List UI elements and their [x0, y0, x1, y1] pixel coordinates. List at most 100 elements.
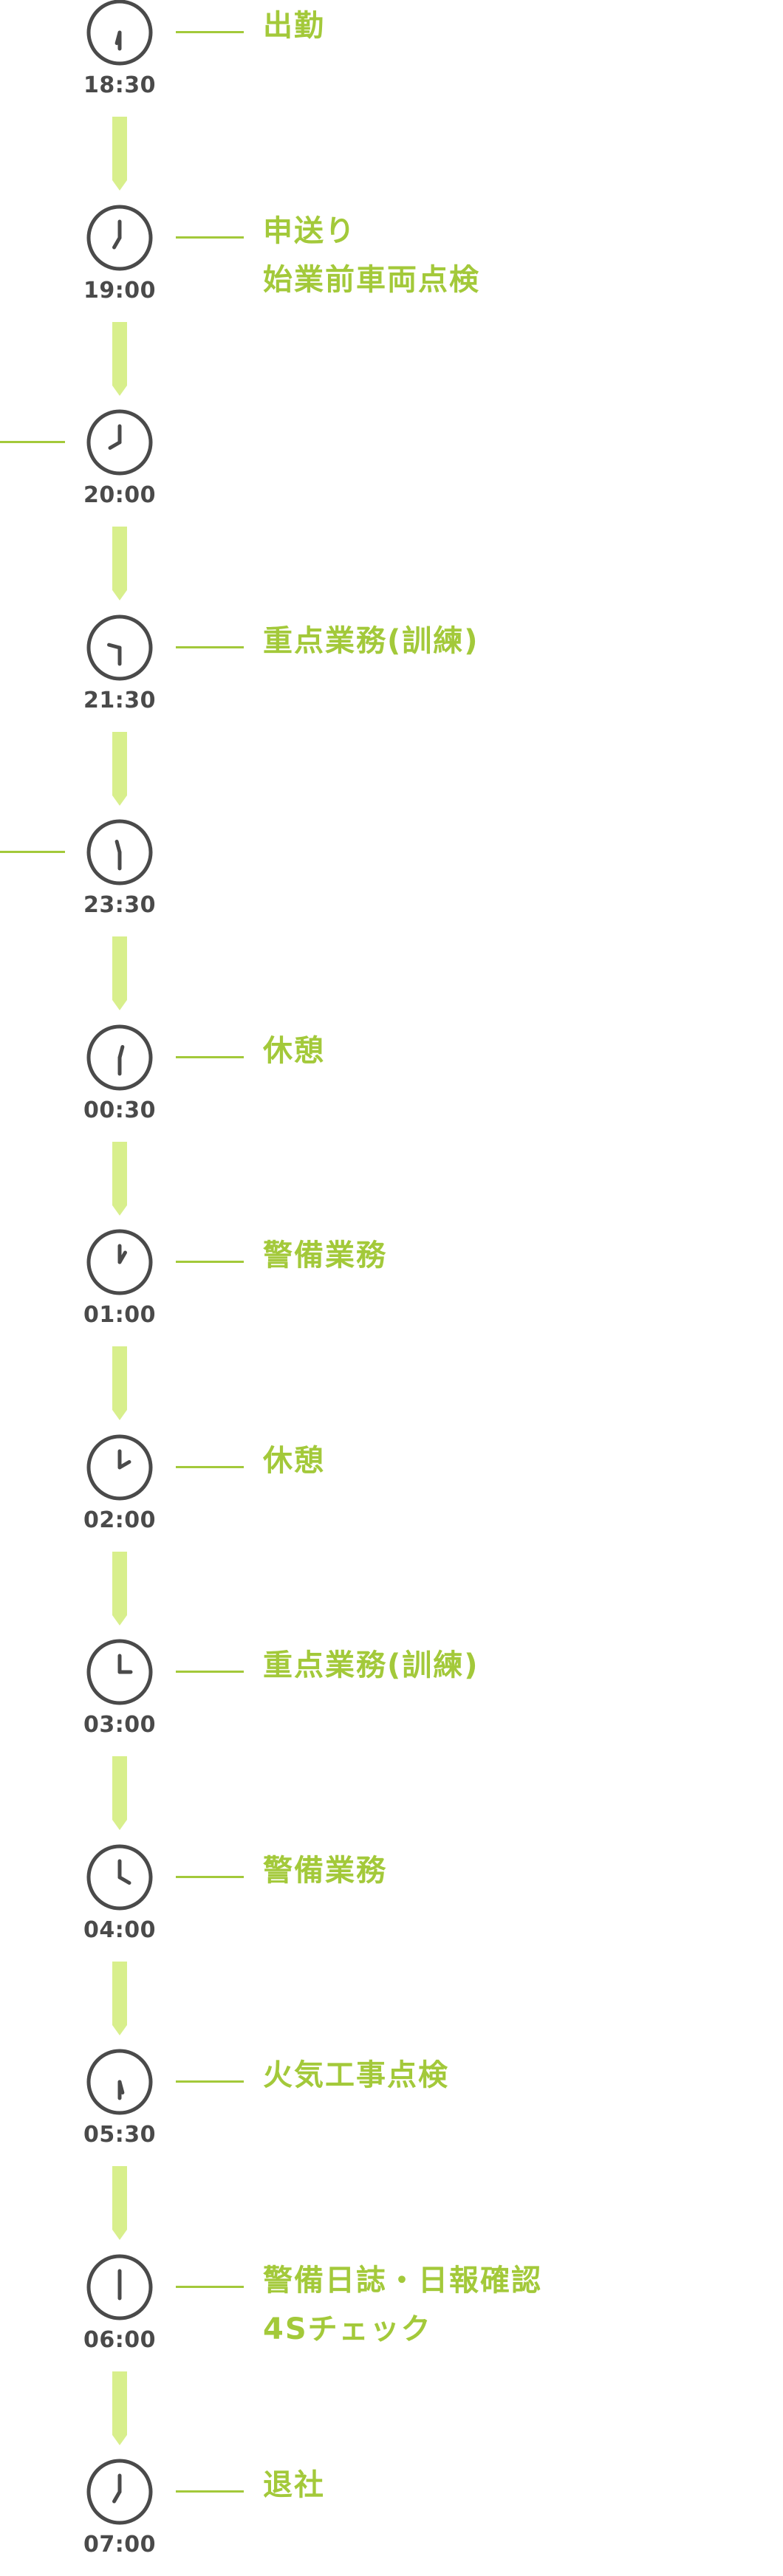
clock-icon	[86, 408, 154, 476]
connector-line	[176, 1875, 244, 1878]
clock-icon	[86, 0, 154, 66]
connector-line	[176, 2490, 244, 2493]
activity-label: 火気工事点検	[263, 2051, 449, 2100]
timeline-entry: 05:30 火気工事点検	[0, 2048, 783, 2166]
clock-hour-hand	[117, 1875, 131, 1885]
activity-label: 退社	[263, 2461, 325, 2510]
connector-line	[176, 1465, 244, 1468]
clock-icon	[86, 2048, 154, 2116]
clock-hour-hand	[112, 2490, 122, 2504]
down-arrow-icon	[111, 936, 129, 1010]
time-label: 21:30	[83, 687, 156, 713]
connector-line	[176, 2080, 244, 2083]
activity-label: 重点業務(訓練)	[263, 617, 479, 665]
time-label: 05:30	[83, 2122, 156, 2148]
down-arrow-icon	[111, 1961, 129, 2035]
clock-hour-hand	[107, 643, 122, 649]
connector-line	[176, 1055, 244, 1058]
timeline-entry: 18:30 出勤	[0, 0, 783, 117]
timeline-entry: 06:00 警備日誌・日報確認 4Sチェック	[0, 2253, 783, 2371]
connector-line	[176, 236, 244, 239]
clock-icon	[86, 1228, 154, 1296]
down-arrow-icon	[111, 2166, 129, 2240]
clock-icon	[86, 1024, 154, 1092]
connector-line	[176, 1261, 244, 1263]
activity-label: 警備業務	[263, 1846, 387, 1895]
down-arrow-icon	[111, 1141, 129, 1216]
clock-icon	[86, 1433, 154, 1501]
time-label: 07:00	[83, 2532, 156, 2558]
arrow-shape	[112, 117, 127, 191]
arrow-shape	[112, 321, 127, 396]
activity-line: 申送り	[263, 213, 356, 248]
arrow-shape	[112, 1756, 127, 1830]
activity-line: 火気工事点検	[263, 2058, 449, 2092]
down-arrow-icon	[111, 321, 129, 396]
arrow-shape	[112, 936, 127, 1010]
arrow-shape	[112, 731, 127, 806]
arrow-shape	[112, 2371, 127, 2445]
down-arrow-icon	[111, 731, 129, 806]
connector-line	[176, 1671, 244, 1673]
activity-line: 重点業務(訓練)	[263, 623, 479, 658]
connector-line	[0, 441, 65, 443]
activity-line: 退社	[263, 2468, 325, 2502]
activity-label: 警備日誌・日報確認 4Sチェック	[263, 2256, 542, 2354]
timeline-entry: 04:00 警備業務	[0, 1843, 783, 1962]
clock-hour-hand	[117, 1459, 131, 1469]
time-label: 01:00	[83, 1302, 156, 1328]
clock-hour-hand	[117, 1250, 127, 1264]
arrow-shape	[112, 1961, 127, 2035]
activity-line: 休憩	[263, 1443, 325, 1478]
connector-line	[176, 31, 244, 33]
arrow-shape	[112, 1141, 127, 1216]
arrow-shape	[112, 2166, 127, 2240]
arrow-shape	[112, 1551, 127, 1626]
clock-icon	[86, 1638, 154, 1706]
connector-line	[176, 2285, 244, 2288]
down-arrow-icon	[111, 117, 129, 191]
activity-line: 警備業務	[263, 1853, 387, 1888]
down-arrow-icon	[111, 1756, 129, 1830]
activity-label: 休憩	[263, 1436, 325, 1485]
clock-hour-hand	[117, 1044, 125, 1059]
arrow-shape	[112, 527, 127, 600]
timeline-entry: 21:30 重点業務(訓練)	[0, 614, 783, 732]
timeline-entry: 20:00	[0, 408, 783, 527]
time-label: 03:00	[83, 1712, 156, 1738]
down-arrow-icon	[111, 527, 129, 600]
timeline-entry: 23:30	[0, 818, 783, 936]
clock-icon	[86, 204, 154, 272]
clock-hour-hand	[108, 440, 122, 450]
time-label: 02:00	[83, 1507, 156, 1533]
activity-line: 警備日誌・日報確認	[263, 2263, 542, 2298]
clock-hour-hand	[117, 2080, 125, 2094]
time-label: 06:00	[83, 2326, 156, 2353]
arrow-shape	[112, 1346, 127, 1420]
connector-line	[0, 851, 65, 853]
activity-line: 4Sチェック	[263, 2312, 432, 2346]
time-label: 00:30	[83, 1097, 156, 1123]
timeline-entry: 07:00 退社	[0, 2458, 783, 2576]
timeline-entry: 00:30 休憩	[0, 1024, 783, 1142]
time-label: 18:30	[83, 72, 156, 98]
timeline-entry: 02:00 休憩	[0, 1433, 783, 1552]
down-arrow-icon	[111, 2371, 129, 2445]
clock-icon	[86, 2253, 154, 2321]
activity-line: 出勤	[263, 9, 325, 43]
clock-icon	[86, 614, 154, 682]
time-label: 23:30	[83, 892, 156, 918]
activity-line: 休憩	[263, 1033, 325, 1068]
activity-line: 始業前車両点検	[263, 262, 480, 297]
activity-label: 重点業務(訓練)	[263, 1641, 479, 1690]
activity-label: 出勤	[263, 1, 325, 50]
time-label: 04:00	[83, 1916, 156, 1943]
activity-line: 重点業務(訓練)	[263, 1648, 479, 1682]
activity-label: 申送り始業前車両点検	[263, 207, 480, 304]
down-arrow-icon	[111, 1346, 129, 1420]
activity-label: 休憩	[263, 1027, 325, 1075]
clock-icon	[86, 1843, 154, 1911]
clock-hour-hand	[112, 236, 122, 249]
